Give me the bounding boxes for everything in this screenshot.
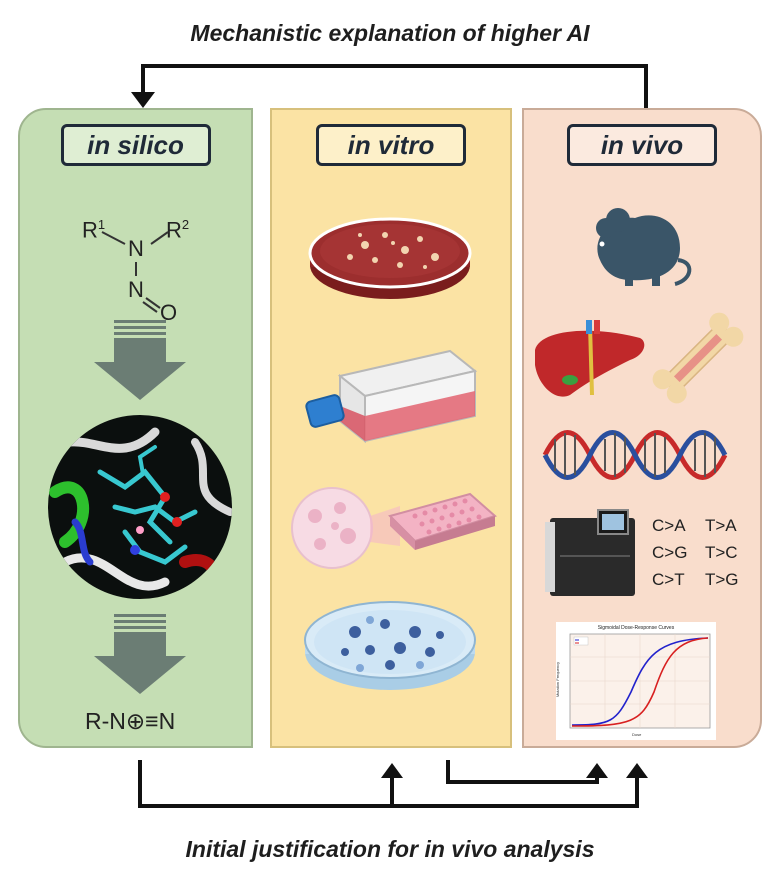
mutation-label: C>A: [652, 516, 686, 535]
well-plate-icon: [291, 487, 497, 569]
mouse-icon: [596, 208, 692, 286]
bone-icon: [652, 312, 744, 404]
mutation-label: T>G: [705, 570, 739, 589]
caption-bottom: Initial justification for in vivo analys…: [185, 836, 595, 862]
n-top-label: N: [128, 236, 144, 261]
caption-top: Mechanistic explanation of higher AI: [190, 20, 590, 46]
docking-structure-image: [48, 415, 232, 599]
plot-title: Sigmoidal Dose-Response Curves: [597, 625, 675, 631]
panel-title-in-vitro: in vitro: [316, 124, 466, 166]
diazonium-product-label: R-N⊕≡N: [85, 708, 176, 734]
o-label: O: [160, 300, 178, 325]
culture-flask-icon: [305, 349, 478, 444]
plot-area: [569, 633, 711, 729]
r1-label: R: [82, 217, 98, 243]
liver-icon: [535, 320, 645, 397]
dna-helix-icon: [542, 430, 728, 480]
mutation-label: T>A: [705, 516, 737, 535]
r1-superscript: 1: [97, 217, 106, 232]
r2-superscript: 2: [181, 217, 190, 232]
panel-title-in-vivo: in vivo: [567, 124, 717, 166]
panel-title-in-silico: in silico: [60, 124, 211, 166]
petri-dish-bacteria-icon: [308, 217, 472, 299]
r2-label: R: [166, 217, 182, 243]
sequencer-instrument-icon: [545, 509, 635, 596]
mutation-label: T>C: [705, 543, 738, 562]
down-arrow-1: [94, 320, 186, 400]
down-arrow-2: [94, 614, 186, 694]
petri-dish-cells-icon: [304, 601, 476, 690]
n-bottom-label: N: [128, 277, 144, 302]
dose-response-plot: Sigmoidal Dose-Response Curves Mutation …: [555, 622, 716, 740]
feedback-arrow-top: [131, 64, 648, 108]
plot-xlabel: Dose: [632, 732, 642, 737]
mutation-label: C>G: [652, 543, 688, 562]
mutation-label: C>T: [652, 570, 685, 589]
